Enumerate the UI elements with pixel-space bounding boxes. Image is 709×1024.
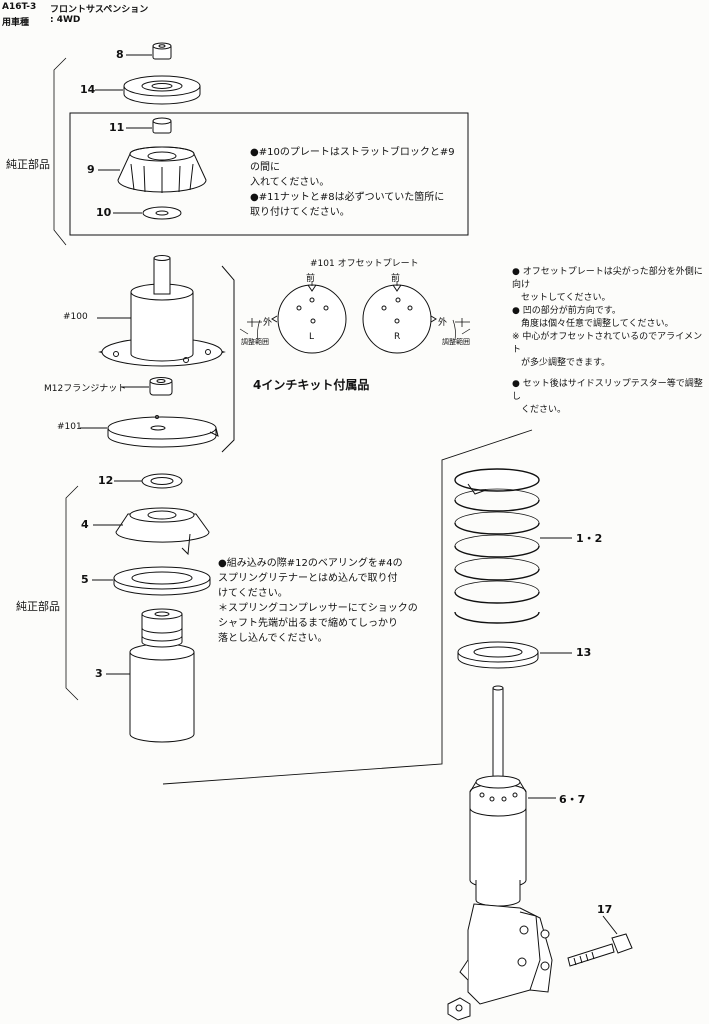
note-line: セットしてください。 [512, 293, 611, 303]
oem-bracket-lower [65, 485, 79, 701]
note-line: 取り付けてください。 [250, 207, 350, 218]
bump-stop-3-shape [129, 608, 195, 743]
spring-seat-13-shape [457, 641, 539, 669]
offset-plate-101-shape [107, 415, 219, 448]
spring-assembly-note: ●組み込みの際#12のベアリングを#4の スプリングリテナーとはめ込んで取り付 … [218, 556, 418, 646]
part-label-4: 4 [81, 518, 89, 531]
note-line: 入れてください。 [250, 177, 330, 188]
bolt-17-shape [447, 933, 633, 1021]
plate-14-shape [123, 75, 201, 105]
mount-9-shape [117, 146, 207, 193]
outer-label-left: 外 [263, 318, 273, 328]
part-label-11: 11 [109, 121, 125, 134]
part-label-9: 9 [87, 163, 95, 176]
coil-spring-1-2-shape [454, 468, 540, 624]
part-label-5: 5 [81, 573, 89, 586]
kit-bracket [221, 265, 235, 453]
strut-block-100-shape [98, 255, 226, 367]
adjust-range-left: 調整範囲 [241, 338, 269, 346]
note-line: ● オフセットプレートは尖がった部分を外側に向け [512, 267, 703, 290]
note-line: ※ 中心がオフセットされているのでアライメント [512, 332, 703, 355]
note-line: ＊スプリングコンプレッサーにてショックの [218, 603, 418, 614]
shock-absorber-6-7-shape [459, 685, 553, 1005]
offset-plate-left-view [271, 284, 347, 354]
kit-parts-title: 4インチキット付属品 [253, 378, 370, 392]
note-line: けてください。 [218, 588, 288, 599]
note-line: スプリングリテナーとはめ込んで取り付 [218, 573, 398, 584]
part-label-13: 13 [576, 646, 592, 659]
note-line: ●#10のプレートはストラットブロックと#9の間に [250, 147, 455, 173]
header-title: フロントサスペンション [50, 5, 149, 15]
header-vehicle-label: 用車種 [2, 18, 30, 28]
part-label-100: #100 [63, 312, 88, 322]
note-line: シャフト先端が出るまで縮めてしっかり [218, 618, 398, 629]
offset-plate-right-view [362, 284, 437, 354]
note-line: ● セット後はサイドスリップテスター等で調整し [512, 379, 703, 402]
part-label-m12: M12フランジナット [44, 384, 127, 394]
part-label-12: 12 [98, 474, 114, 487]
part-label-14: 14 [80, 83, 96, 96]
oem-parts-label-upper: 純正部品 [6, 158, 50, 171]
part-label-1-2: 1・2 [576, 532, 603, 545]
part-label-3: 3 [95, 667, 103, 680]
nut-8-shape [152, 42, 172, 60]
note-line: ●#11ナットと#8は必ずついていた箇所に [250, 192, 445, 203]
note-line: が多少調整できます。 [512, 358, 611, 368]
bearing-12-shape [141, 473, 183, 489]
oem-bracket-upper [53, 57, 67, 246]
oem-parts-label-lower: 純正部品 [16, 600, 60, 613]
note-line: ● 凹の部分が前方向です。 [512, 306, 621, 316]
spring-seat-5-shape [113, 566, 211, 596]
right-plate-mark: R [394, 332, 401, 342]
offset-plate-title: #101 オフセットプレート [310, 259, 419, 269]
header-code: A16T-3 [2, 2, 37, 12]
part-label-17: 17 [597, 903, 613, 916]
left-plate-mark: L [309, 332, 315, 342]
front-label-left: 前 [306, 274, 316, 284]
note-line: ●組み込みの際#12のベアリングを#4の [218, 558, 403, 569]
spring-retainer-4-shape [115, 507, 210, 556]
kit-outline [162, 429, 533, 785]
nut-11-shape [152, 117, 172, 134]
m12-nut-shape [149, 377, 173, 396]
washer-10-shape [142, 206, 182, 220]
part-label-8: 8 [116, 48, 124, 61]
note-line: 落とし込んでください。 [218, 633, 328, 644]
note-line [512, 370, 708, 378]
part-label-101: #101 [57, 422, 82, 432]
part-label-6-7: 6・7 [559, 793, 586, 806]
strut-block-box [69, 112, 469, 236]
note-line: 角度は個々任意で調整してください。 [512, 319, 674, 329]
header-vehicle-value: : 4WD [50, 15, 81, 25]
offset-plate-notes: ● オフセットプレートは尖がった部分を外側に向け セットしてください。 ● 凹の… [512, 266, 708, 417]
strut-plate-note: ●#10のプレートはストラットブロックと#9の間に 入れてください。 ●#11ナ… [250, 145, 460, 220]
front-label-right: 前 [391, 274, 401, 284]
note-line: ください。 [512, 405, 567, 415]
part-label-10: 10 [96, 206, 112, 219]
adjust-range-right: 調整範囲 [442, 338, 470, 346]
outer-label-right: 外 [438, 318, 448, 328]
